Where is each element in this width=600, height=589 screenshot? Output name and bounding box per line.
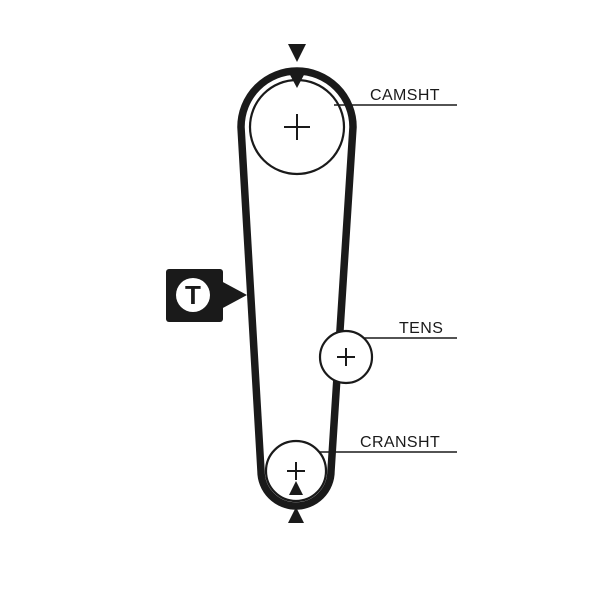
tension-marker-arrow-icon	[221, 281, 247, 309]
tension-check-marker: T	[166, 269, 247, 322]
bottom-inner-arrow-up-icon	[289, 481, 303, 495]
top-outer-arrow-down-icon	[288, 44, 306, 62]
timing-belt-path	[237, 67, 357, 510]
tensioner-label: TENS	[399, 320, 443, 337]
tensioner-center-cross	[337, 348, 355, 366]
tension-marker-circle	[176, 278, 210, 312]
top-inner-arrow-down-icon	[289, 73, 305, 88]
camshaft-center-cross	[284, 114, 310, 140]
crankshaft-center-cross	[287, 462, 305, 480]
tension-marker-letter: T	[185, 280, 201, 310]
camshaft-label: CAMSHT	[370, 87, 440, 104]
bottom-outer-arrow-up-icon	[288, 507, 304, 523]
crankshaft-label: CRANSHT	[360, 434, 440, 451]
